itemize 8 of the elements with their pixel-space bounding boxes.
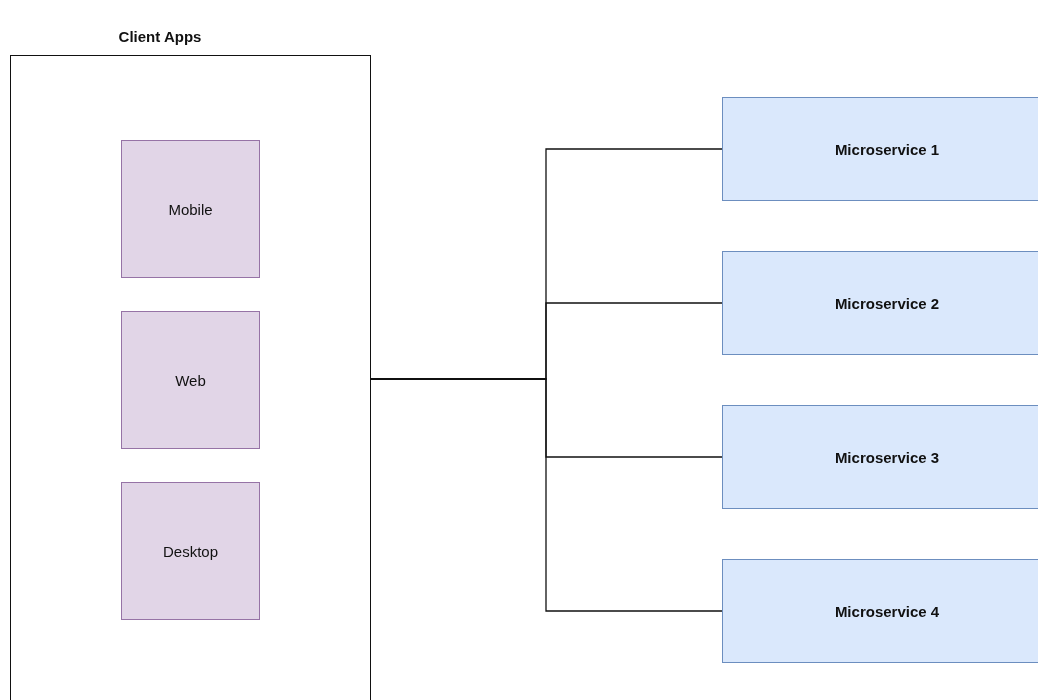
service-box: Microservice 4 [722, 559, 1038, 663]
service-box: Microservice 3 [722, 405, 1038, 509]
client-app-box: Mobile [121, 140, 260, 278]
service-box: Microservice 1 [722, 97, 1038, 201]
group-heading: Client Apps [117, 28, 203, 45]
service-box: Microservice 2 [722, 251, 1038, 355]
client-app-box: Web [121, 311, 260, 449]
client-app-box: Desktop [121, 482, 260, 620]
